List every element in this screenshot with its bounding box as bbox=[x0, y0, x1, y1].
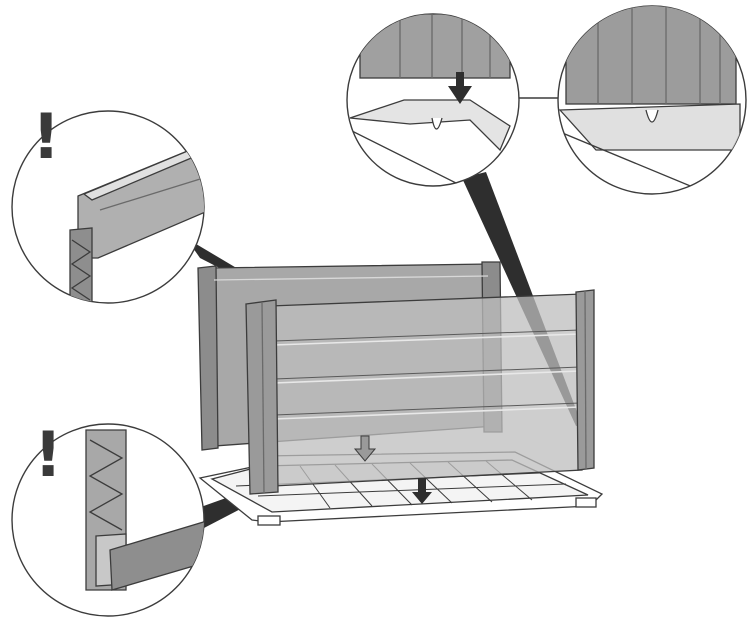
callout-bottom-left bbox=[11, 423, 205, 617]
callout-top-left bbox=[11, 110, 205, 304]
front-panel bbox=[245, 289, 595, 495]
front-panel-boards bbox=[273, 333, 581, 420]
front-panel-board-shadows bbox=[273, 329, 581, 416]
warning-bottom-icon: ! bbox=[34, 418, 63, 491]
down-arrow-icon bbox=[412, 478, 432, 504]
back-post-left bbox=[197, 265, 219, 451]
callout-top-right bbox=[557, 5, 747, 195]
front-post-left bbox=[245, 299, 279, 495]
front-panel-face bbox=[269, 293, 583, 487]
down-arrow-icon bbox=[448, 72, 472, 104]
warning-top-icon: ! bbox=[32, 100, 61, 173]
base-feet bbox=[257, 497, 597, 526]
callout-top-middle bbox=[346, 13, 520, 187]
down-arrow-icon bbox=[353, 435, 377, 462]
